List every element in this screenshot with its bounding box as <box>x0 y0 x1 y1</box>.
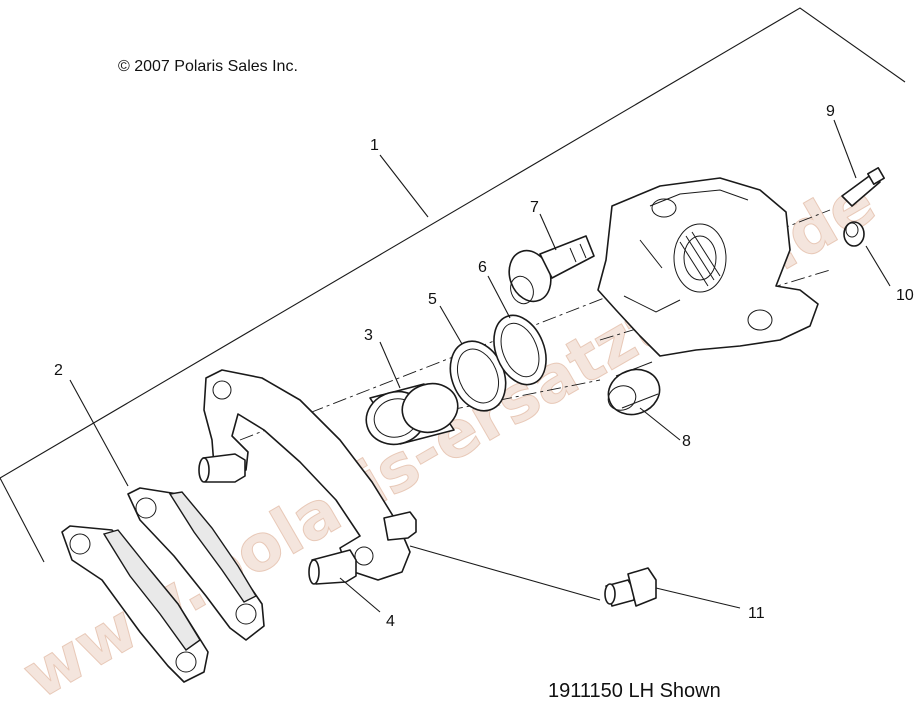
piston <box>365 382 459 446</box>
callout-numbers: 1 2 3 4 5 6 7 8 9 10 11 <box>54 103 914 630</box>
callout-9: 9 <box>826 103 835 120</box>
callout-10: 10 <box>896 287 914 304</box>
slide-pin-boot <box>508 235 595 305</box>
mounting-bolt <box>604 567 657 607</box>
piston-seal <box>449 340 507 412</box>
bleeder-valve <box>841 167 885 207</box>
leader-lines <box>69 119 891 613</box>
diagram-caption: 1911150 LH Shown <box>548 680 721 702</box>
caliper-bracket <box>198 369 417 585</box>
assembly-bracket <box>0 7 906 563</box>
callout-2: 2 <box>54 362 63 379</box>
copyright-notice: © 2007 Polaris Sales Inc. <box>118 58 298 75</box>
callout-5: 5 <box>428 291 437 308</box>
callout-1: 1 <box>370 137 379 154</box>
callout-3: 3 <box>364 327 373 344</box>
brake-pads <box>61 487 265 683</box>
bleeder-cap <box>843 221 865 247</box>
caliper-housing <box>597 177 819 357</box>
callout-8: 8 <box>682 433 691 450</box>
callout-7: 7 <box>530 199 539 216</box>
caliper-boot <box>607 361 661 416</box>
dust-seal <box>493 314 547 386</box>
callout-11: 11 <box>748 605 765 622</box>
callout-6: 6 <box>478 259 487 276</box>
callout-4: 4 <box>386 613 395 630</box>
